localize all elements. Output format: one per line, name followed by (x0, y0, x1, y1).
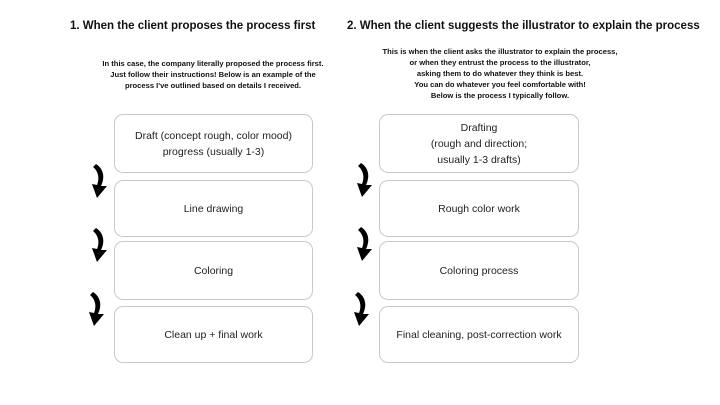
step-label: progress (usually 1-3) (162, 145, 265, 158)
right-desc-line: You can do whatever you feel comfortable… (414, 80, 586, 89)
left-step-final-work: Clean up + final work (114, 306, 313, 363)
right-step-final-cleaning: Final cleaning, post-correction work (379, 306, 579, 363)
left-step-coloring: Coloring (114, 241, 313, 300)
curved-down-arrow-icon (354, 292, 369, 326)
curved-down-arrow-icon (357, 227, 372, 261)
right-desc-line: This is when the client asks the illustr… (382, 47, 618, 56)
curved-down-arrow-icon (89, 292, 104, 326)
left-desc-line: In this case, the company literally prop… (102, 59, 324, 68)
right-column-description: This is when the client asks the illustr… (345, 46, 655, 101)
step-label: Rough color work (438, 202, 520, 215)
step-label: Drafting (460, 121, 498, 134)
left-desc-line: process I've outlined based on details I… (124, 81, 302, 90)
left-step-draft: Draft (concept rough, color mood) progre… (114, 114, 313, 173)
left-column-description: In this case, the company literally prop… (60, 58, 366, 91)
right-step-rough-color: Rough color work (379, 180, 579, 237)
right-desc-line: or when they entrust the process to the … (409, 58, 591, 67)
right-column-title: 2. When the client suggests the illustra… (347, 20, 700, 32)
step-label: (rough and direction; (430, 137, 528, 150)
right-step-drafting: Drafting (rough and direction; usually 1… (379, 114, 579, 173)
step-label: Clean up + final work (164, 328, 263, 341)
right-desc-line: Below is the process I typically follow. (430, 91, 570, 100)
curved-down-arrow-icon (92, 228, 107, 262)
step-label: Final cleaning, post-correction work (396, 328, 562, 341)
right-step-coloring-process: Coloring process (379, 241, 579, 300)
right-desc-line: asking them to do whatever they think is… (416, 69, 584, 78)
step-label: Line drawing (183, 202, 244, 215)
curved-down-arrow-icon (357, 163, 372, 197)
step-label: usually 1-3 drafts) (437, 153, 521, 166)
left-desc-line: Just follow their instructions! Below is… (110, 70, 316, 79)
curved-down-arrow-icon (92, 164, 107, 198)
step-label: Coloring (193, 264, 234, 277)
step-label: Draft (concept rough, color mood) (135, 129, 292, 142)
step-label: Coloring process (439, 264, 519, 277)
left-column-title: 1. When the client proposes the process … (70, 20, 316, 32)
left-step-line-drawing: Line drawing (114, 180, 313, 237)
